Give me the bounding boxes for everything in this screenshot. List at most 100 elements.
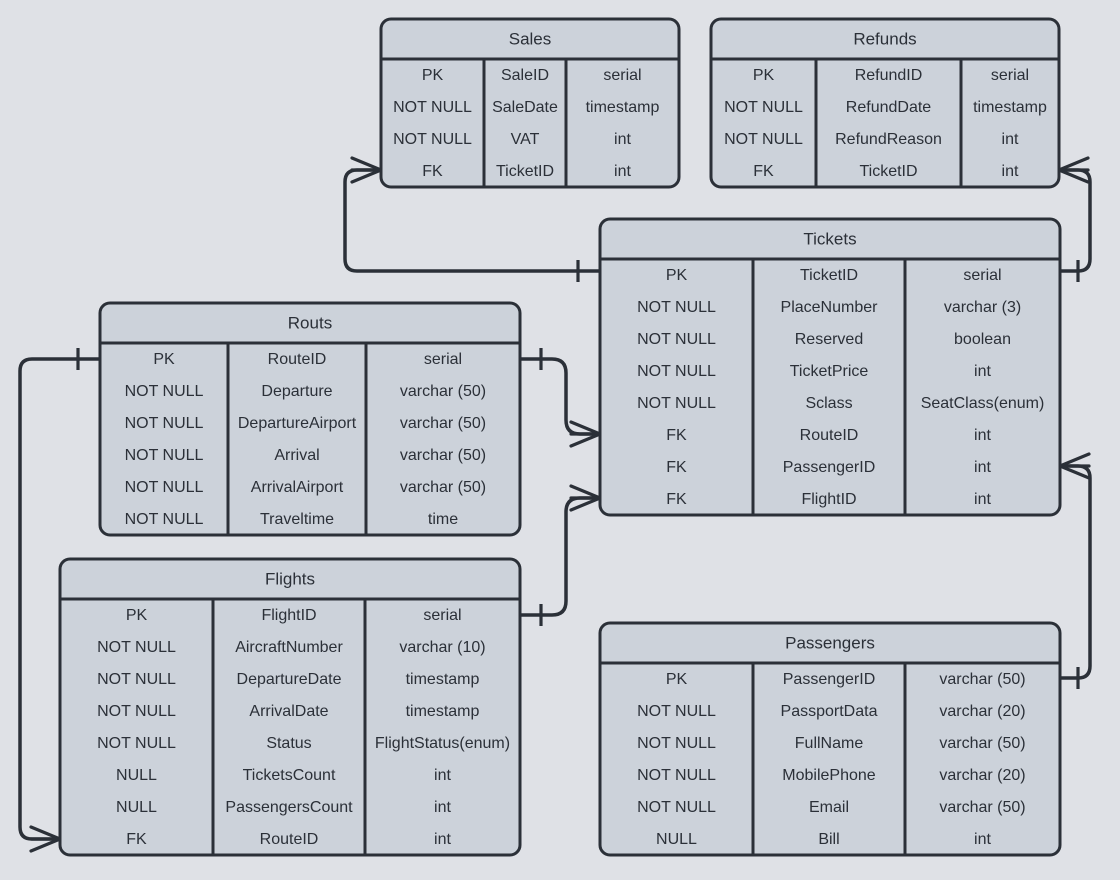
cell-field: Sclass <box>805 395 852 412</box>
cell-constraint: FK <box>126 831 147 848</box>
cell-field: FlightID <box>261 607 316 624</box>
cell-type: varchar (50) <box>400 415 486 432</box>
table-frame <box>98 301 522 537</box>
crowfoot-many-icon <box>1058 452 1091 480</box>
cell-type: int <box>974 491 991 508</box>
crowfoot-many-icon <box>1057 156 1090 184</box>
cell-type: serial <box>424 351 462 368</box>
cell-type: int <box>434 799 451 816</box>
cell-type: int <box>974 363 991 380</box>
cell-type: varchar (20) <box>939 767 1025 784</box>
cell-type: varchar (50) <box>939 735 1025 752</box>
cell-constraint: NOT NULL <box>97 735 176 752</box>
cell-constraint: FK <box>753 163 774 180</box>
cell-type: FlightStatus(enum) <box>375 735 510 752</box>
cell-field: TicketID <box>800 267 858 284</box>
table-title: Routs <box>288 313 332 332</box>
cell-type: timestamp <box>406 703 480 720</box>
cell-type: int <box>974 459 991 476</box>
cell-constraint: PK <box>153 351 175 368</box>
cell-field: PassengerID <box>783 459 876 476</box>
table-frame <box>598 621 1062 857</box>
cell-constraint: FK <box>666 491 687 508</box>
relationship-tickets-passengers[interactable] <box>1058 452 1092 689</box>
cell-type: varchar (50) <box>400 383 486 400</box>
cell-type: varchar (20) <box>939 703 1025 720</box>
table-row[interactable]: NOT NULL TicketPrice int <box>637 363 991 380</box>
cell-type: boolean <box>954 331 1011 348</box>
cell-field: Email <box>809 799 849 816</box>
cell-constraint: NOT NULL <box>393 99 472 116</box>
cell-constraint: NOT NULL <box>724 131 803 148</box>
relationship-routs-tickets[interactable] <box>518 348 602 448</box>
cell-constraint: NULL <box>656 831 697 848</box>
cell-type: int <box>614 131 631 148</box>
cell-constraint: NOT NULL <box>637 799 716 816</box>
relationship-flights-tickets[interactable] <box>518 484 602 626</box>
cell-type: varchar (50) <box>939 671 1025 688</box>
cell-field: Reserved <box>795 331 863 348</box>
relationship-routs-flights[interactable] <box>18 348 102 853</box>
cell-constraint: NOT NULL <box>97 639 176 656</box>
table-frame <box>598 217 1062 517</box>
cell-constraint: NOT NULL <box>125 415 204 432</box>
cell-type: int <box>1002 131 1019 148</box>
cell-type: timestamp <box>973 99 1047 116</box>
relationship-connectors <box>18 156 1092 853</box>
table-title: Flights <box>265 569 315 588</box>
cell-field: PassengersCount <box>225 799 353 816</box>
cell-type: timestamp <box>586 99 660 116</box>
cell-type: serial <box>603 67 641 84</box>
crowfoot-many-icon <box>350 156 383 184</box>
relationship-refunds-tickets[interactable] <box>1057 156 1092 282</box>
cell-field: VAT <box>511 131 540 148</box>
relationship-sales-tickets[interactable] <box>343 156 602 282</box>
cell-field: SaleID <box>501 67 549 84</box>
cell-field: TicketsCount <box>243 767 336 784</box>
cell-field: TicketPrice <box>790 363 869 380</box>
cell-constraint: NOT NULL <box>637 363 716 380</box>
